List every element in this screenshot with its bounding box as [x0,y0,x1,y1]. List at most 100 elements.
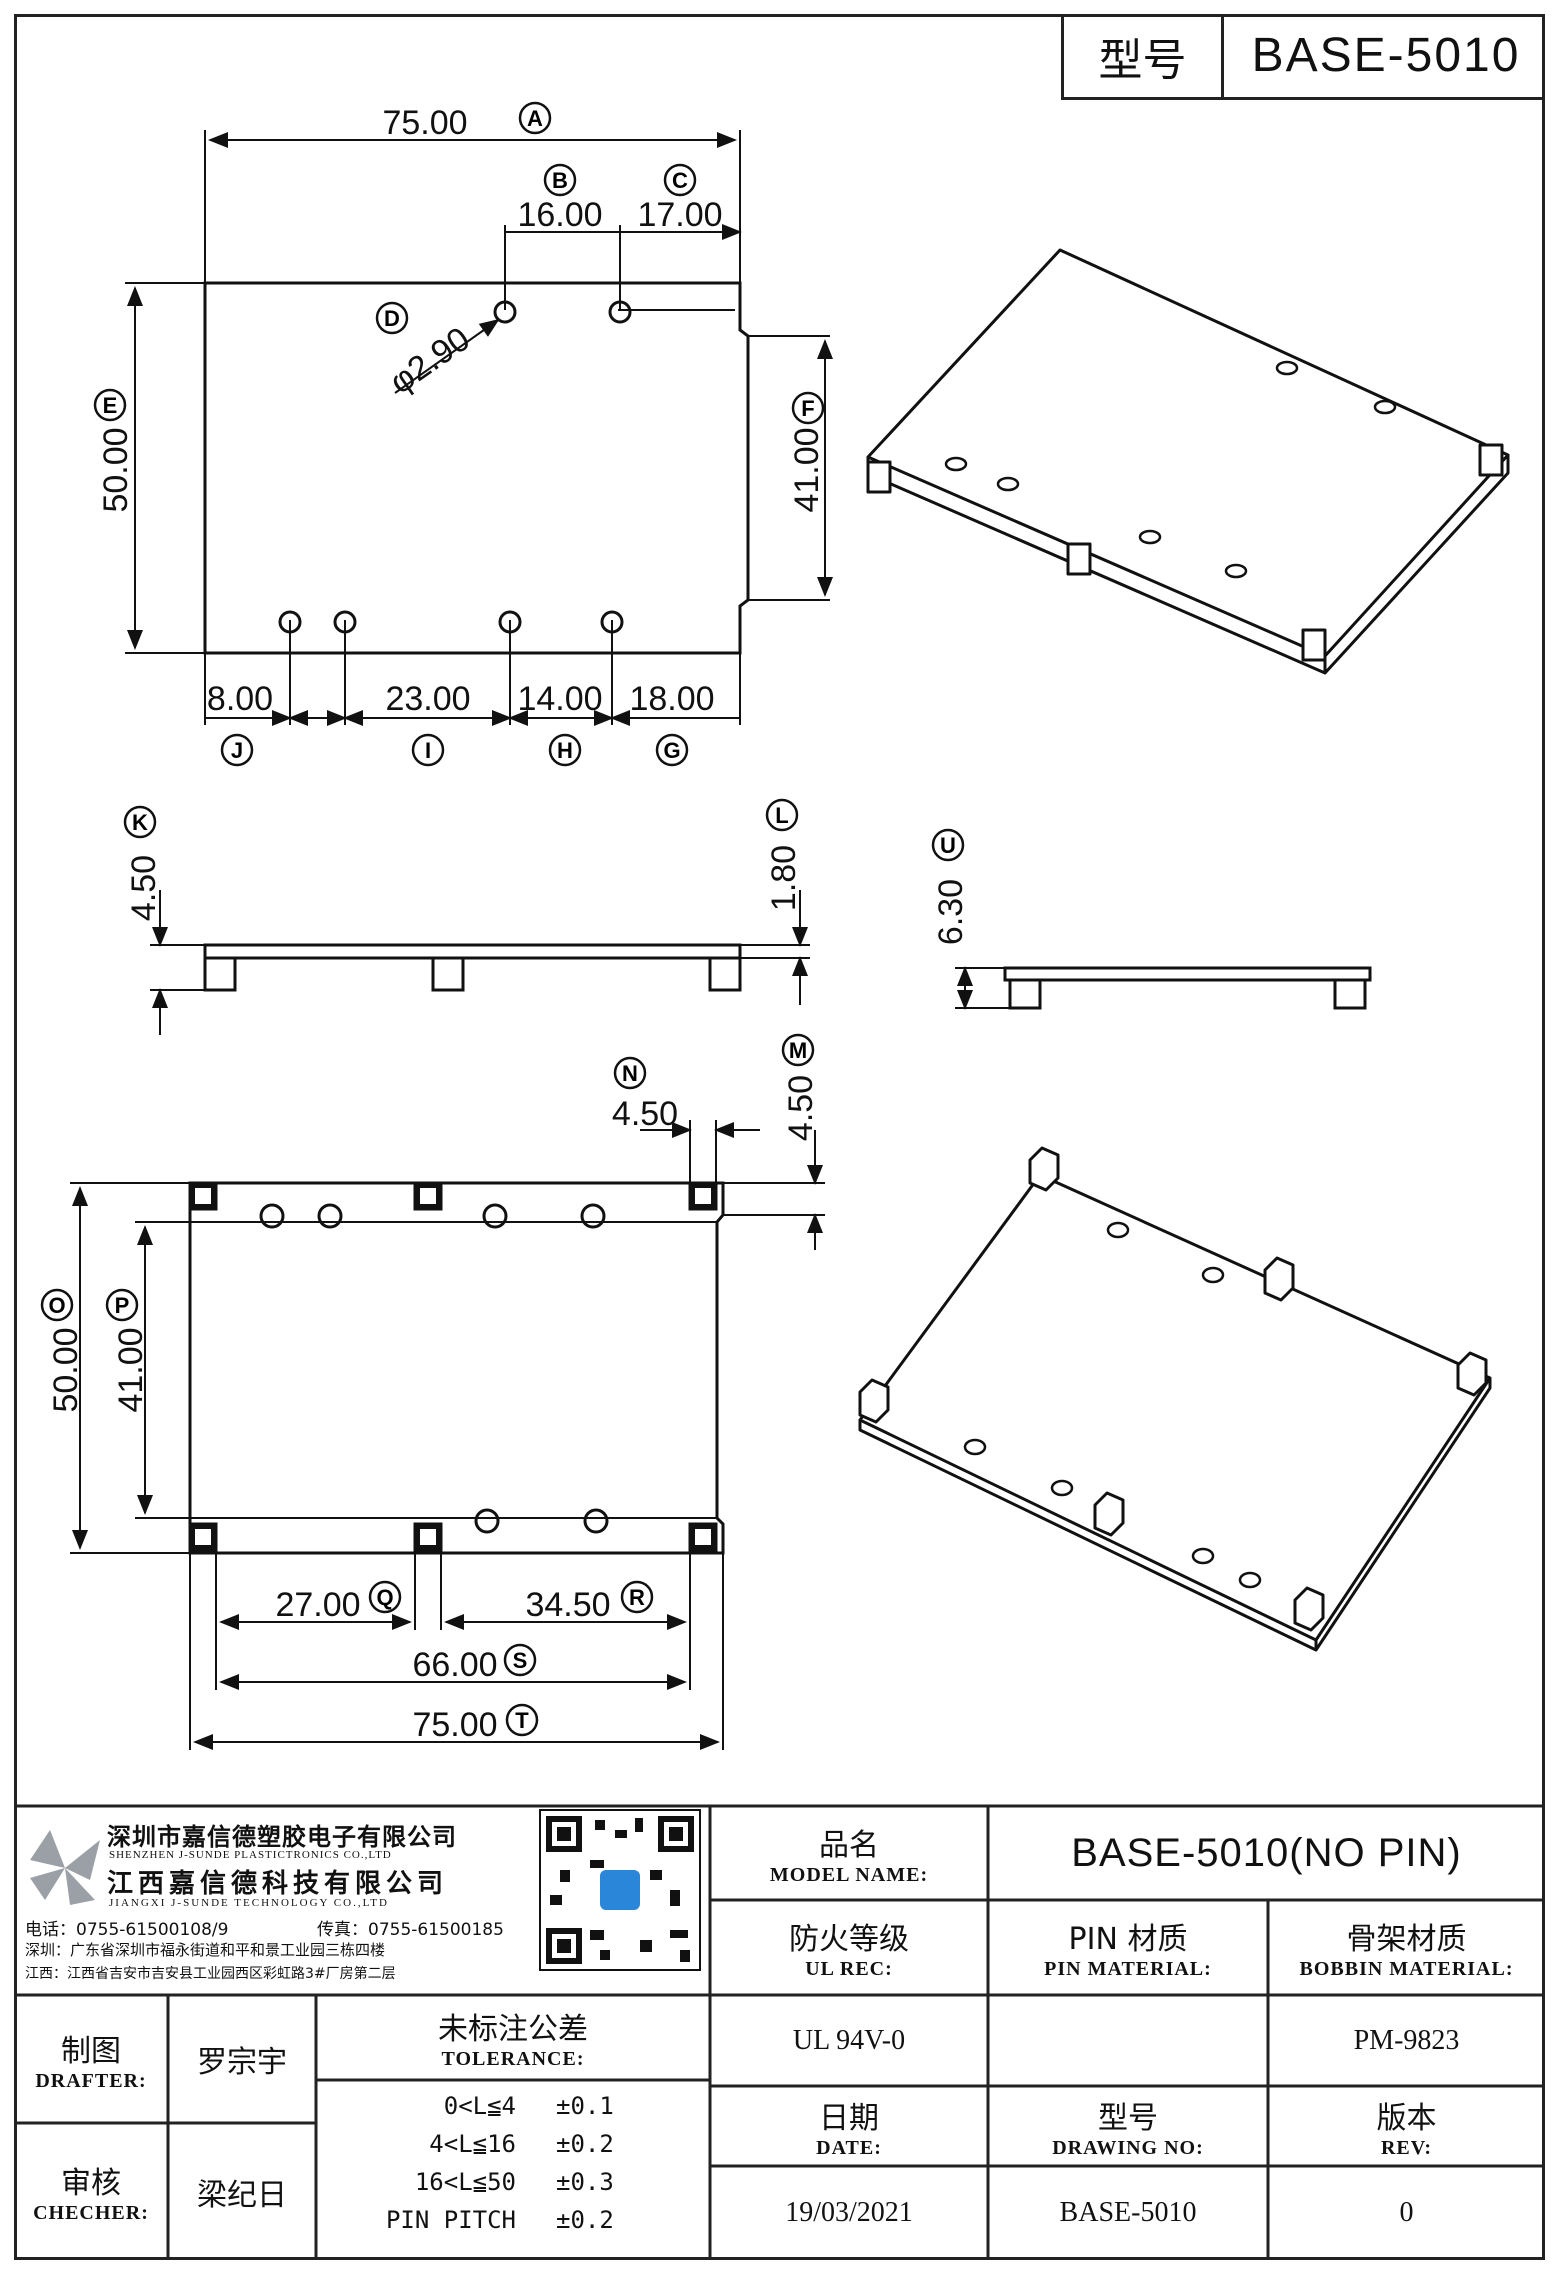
company-name-sz-en: SHENZHEN J-SUNDE PLASTICTRONICS CO.,LTD [109,1849,392,1861]
drawing-frame [14,14,1545,2260]
label-A: A [518,101,552,135]
label-U: U [931,828,965,862]
label-C: C [663,163,697,197]
hole [493,300,517,324]
dim-Q-text: 27.00 [275,1586,360,1624]
label-N: N [613,1056,647,1090]
bobbin-material-value: PM-9823 [1353,2024,1460,2056]
label-P: P [105,1288,139,1322]
date-label-en: DATE: [816,2136,882,2159]
front-side-dims: 4.50 1.80 [125,845,803,921]
svg-text:Q: Q [376,1585,393,1610]
svg-text:E: E [103,393,118,418]
svg-text:B: B [552,168,568,193]
bobbin-material-label-cell: 骨架材质 BOBBIN MATERIAL: [1268,1900,1545,1995]
label-E: E [93,388,127,422]
svg-text:A: A [527,106,543,131]
svg-text:K: K [132,810,148,835]
date-label-zh: 日期 [819,2100,879,2136]
rev-label-cell: 版本 REV: [1268,2086,1545,2166]
checker-value: 梁纪日 [197,2177,287,2213]
label-S: S [503,1643,537,1677]
svg-text:H: H [557,738,573,763]
rev-label-en: REV: [1380,2136,1433,2159]
hole [608,300,632,324]
tolerance-value: ±0.2 [556,2130,614,2158]
dim-P-text: 41.00 [112,1327,150,1412]
tolerance-value: ±0.3 [556,2168,614,2196]
qr-code [539,1809,701,1971]
bobbin-material-label-en: BOBBIN MATERIAL: [1299,1958,1514,1980]
dim-S-text: 66.00 [412,1646,497,1684]
company-logo [30,1830,100,1905]
svg-text:G: G [663,738,680,763]
svg-text:D: D [384,306,400,331]
label-J: J [220,733,254,767]
svg-text:N: N [622,1061,638,1086]
label-Q: Q [368,1580,402,1614]
label-G: G [655,733,689,767]
dim-M-text: 4.50 [782,1075,820,1141]
svg-text:J: J [231,738,243,763]
bobbin-material-label-zh: 骨架材质 [1346,1922,1467,1957]
model-name-label-cell: 品名 MODEL NAME: [710,1806,988,1900]
dim-H-text: 14.00 [517,680,602,718]
checker-label-en: CHECHER: [33,2202,149,2224]
ul-label-en: UL REC: [805,1958,893,1980]
label-R: R [620,1580,654,1614]
company-phone: 电话：0755-61500108/9 [25,1920,229,1940]
drafter-label-cell: 制图 DRAFTER: [14,1995,168,2123]
svg-text:M: M [789,1038,807,1063]
dim-C-text: 17.00 [637,196,722,234]
drawing-no-label-zh: 型号 [1098,2100,1158,2136]
drawing-no-label-cell: 型号 DRAWING NO: [988,2086,1268,2166]
pin-material-label-zh: PIN 材质 [1068,1922,1188,1957]
company-name-jx: 江西嘉信德科技有限公司 [107,1869,449,1899]
dim-U-text: 6.30 [932,879,970,945]
svg-text:T: T [515,1708,529,1733]
drawing-no-value: BASE-5010 [1059,2197,1197,2228]
company-name-sz: 深圳市嘉信德塑胶电子有限公司 [107,1823,457,1851]
header-model-label: 型号 [1064,14,1224,97]
iso-feet [858,1146,1488,1632]
model-name-label-zh: 品名 [819,1827,879,1863]
company-fax: 传真：0755-61500185 [317,1920,504,1940]
dim-F-text: 41.00 [788,427,826,512]
bottom-view-dims: 4.50 4.50 50.00 41.00 27.00 34.50 66.00 … [47,1075,820,1744]
dim-G-text: 18.00 [629,680,714,718]
dim-A-text: 75.00 [382,104,467,142]
checker-label-cell: 审核 CHECHER: [14,2123,168,2260]
top-view-outline [203,281,750,655]
svg-text:S: S [513,1648,528,1673]
date-value: 19/03/2021 [785,2197,913,2228]
front-side-view [150,890,810,1035]
dim-I-text: 23.00 [385,680,470,718]
dim-J-text: 8.00 [207,680,273,718]
date-label-cell: 日期 DATE: [710,2086,988,2166]
label-K: K [123,805,157,839]
company-address-sz: 深圳：广东省深圳市福永街道和平和景工业园三栋四楼 [25,1941,386,1959]
company-info: 深圳市嘉信德塑胶电子有限公司 SHENZHEN J-SUNDE PLASTICT… [17,1815,527,1990]
drawing-no-label-en: DRAWING NO: [1052,2136,1204,2159]
model-name-value: BASE-5010(NO PIN) [1071,1830,1462,1875]
tolerance-value: ±0.1 [556,2092,614,2120]
model-name-label-en: MODEL NAME: [769,1863,929,1886]
label-M: M [781,1033,815,1067]
label-F: F [791,391,825,425]
tolerance-range: 16<L≦50 [414,2168,516,2196]
rev-value: 0 [1399,2197,1414,2228]
header-model-value: BASE-5010 [1251,29,1521,82]
company-address-jx: 江西：江西省吉安市吉安县工业园西区彩虹路3#厂房第二层 [25,1966,396,1982]
top-view [125,130,833,726]
svg-text:L: L [775,803,788,828]
hole [498,610,522,634]
svg-text:F: F [801,396,814,421]
drafter-value: 罗宗宇 [197,2045,287,2080]
svg-text:R: R [629,1585,645,1610]
svg-text:P: P [115,1293,130,1318]
dim-O-text: 50.00 [47,1327,85,1412]
tolerance-range: 4<L≦16 [429,2130,516,2158]
svg-text:O: O [48,1293,65,1318]
dim-R-text: 34.50 [525,1586,610,1624]
dim-L-text: 1.80 [765,845,803,911]
